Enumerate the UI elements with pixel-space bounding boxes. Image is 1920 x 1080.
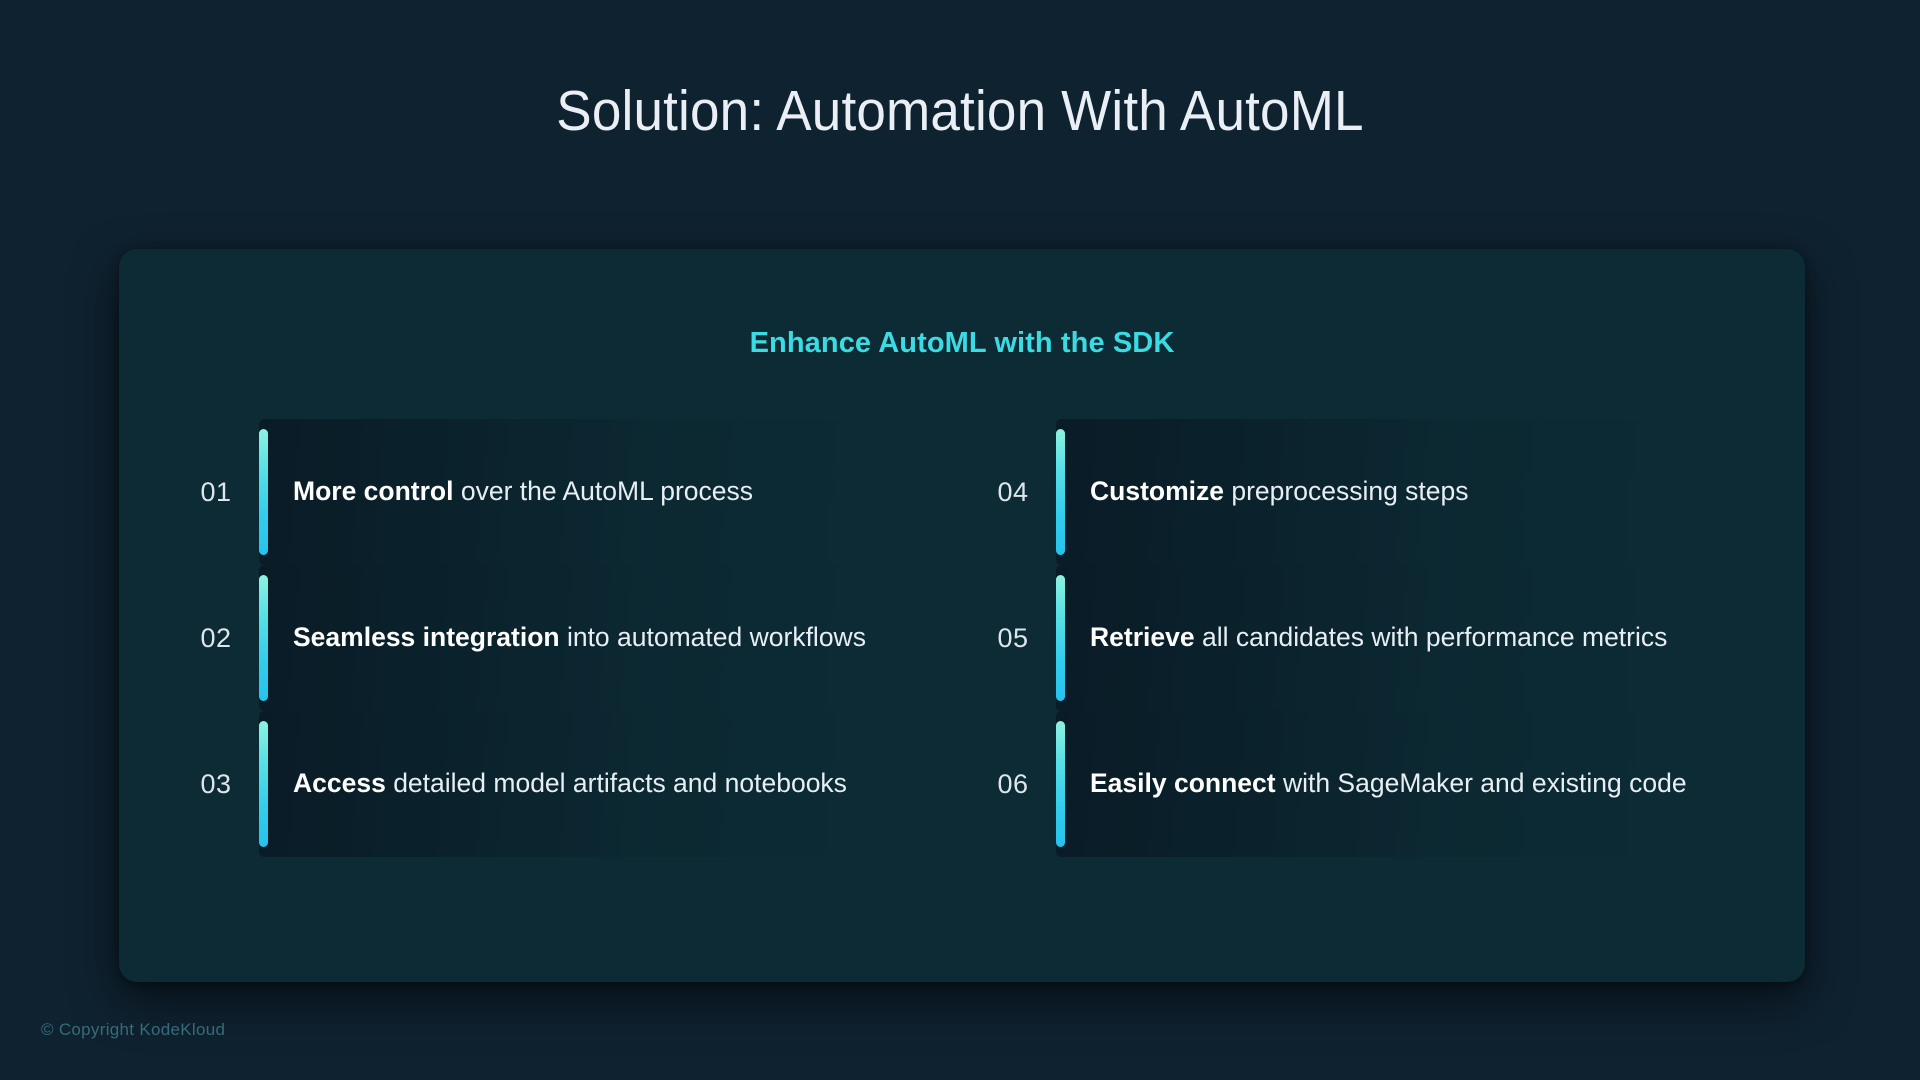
item-card: More control over the AutoML process: [259, 419, 954, 565]
item-text-rest: all candidates with performance metrics: [1194, 622, 1668, 653]
item-text-rest: into automated workflows: [559, 622, 866, 653]
item-text: Seamless integration into automated work…: [259, 621, 884, 654]
item-text-bold: Retrieve: [1090, 622, 1195, 653]
item-number: 03: [200, 768, 232, 799]
item-text: Easily connect with SageMaker and existi…: [1056, 767, 1705, 800]
item-text: Retrieve all candidates with performance…: [1056, 621, 1685, 654]
feature-list: 01 More control over the AutoML process …: [173, 419, 1751, 857]
item-text-rest: with SageMaker and existing code: [1275, 768, 1687, 799]
accent-bar-icon: [1056, 721, 1065, 847]
item-card: Customize preprocessing steps: [1056, 419, 1751, 565]
item-text: More control over the AutoML process: [259, 475, 771, 508]
copyright-notice: © Copyright KodeKloud: [41, 1020, 226, 1039]
item-text: Access detailed model artifacts and note…: [259, 767, 865, 800]
item-card: Easily connect with SageMaker and existi…: [1056, 711, 1751, 857]
item-number: 01: [200, 476, 232, 507]
panel-heading: Enhance AutoML with the SDK: [749, 327, 1175, 359]
page-title: Solution: Automation With AutoML: [556, 79, 1364, 143]
accent-bar-icon: [259, 429, 268, 555]
item-number: 02: [200, 622, 232, 653]
accent-bar-icon: [259, 575, 268, 701]
item-card: Access detailed model artifacts and note…: [259, 711, 954, 857]
item-number: 04: [997, 476, 1029, 507]
item-card: Retrieve all candidates with performance…: [1056, 565, 1751, 711]
item-text-bold: Seamless integration: [293, 622, 560, 653]
item-number: 06: [997, 768, 1029, 799]
item-card: Seamless integration into automated work…: [259, 565, 954, 711]
content-panel: Enhance AutoML with the SDK 01 More cont…: [119, 249, 1805, 982]
item-text: Customize preprocessing steps: [1056, 475, 1487, 508]
item-text-bold: Customize: [1090, 476, 1224, 507]
list-item[interactable]: 02 Seamless integration into automated w…: [173, 565, 954, 711]
accent-bar-icon: [1056, 575, 1065, 701]
list-item[interactable]: 01 More control over the AutoML process: [173, 419, 954, 565]
item-text-rest: detailed model artifacts and notebooks: [385, 768, 847, 799]
item-text-rest: preprocessing steps: [1224, 476, 1469, 507]
list-item[interactable]: 05 Retrieve all candidates with performa…: [970, 565, 1751, 711]
accent-bar-icon: [1056, 429, 1065, 555]
list-item[interactable]: 04 Customize preprocessing steps: [970, 419, 1751, 565]
item-text-bold: Easily connect: [1090, 768, 1276, 799]
item-number: 05: [997, 622, 1029, 653]
item-text-rest: over the AutoML process: [453, 476, 753, 507]
list-item[interactable]: 03 Access detailed model artifacts and n…: [173, 711, 954, 857]
item-text-bold: Access: [293, 768, 386, 799]
list-item[interactable]: 06 Easily connect with SageMaker and exi…: [970, 711, 1751, 857]
item-text-bold: More control: [293, 476, 454, 507]
accent-bar-icon: [259, 721, 268, 847]
